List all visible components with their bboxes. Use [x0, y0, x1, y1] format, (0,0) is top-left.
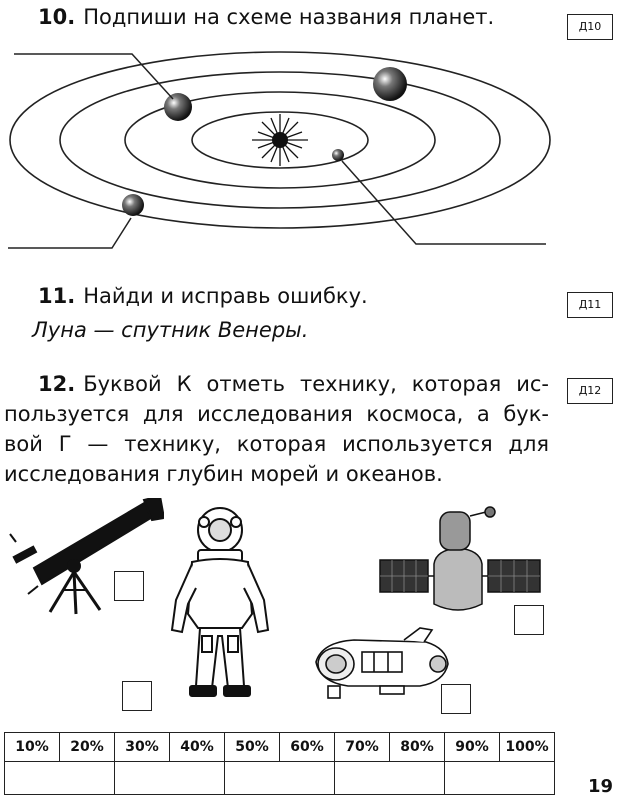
task10-tag: Д10 [567, 14, 613, 40]
orbit-4 [9, 51, 551, 229]
task12-number: 12. [38, 372, 76, 396]
solar-system-diagram [8, 51, 551, 249]
bathyscaphe-icon [315, 627, 449, 699]
task12-text-line-2: пользуется для исследования космоса, а б… [4, 402, 549, 426]
label-line-3 [8, 217, 132, 249]
diving-suit-icon [170, 507, 270, 697]
grid-input-5[interactable] [444, 761, 555, 795]
grid-input-4[interactable] [334, 761, 445, 795]
task10-number: 10. [38, 5, 76, 29]
planet-4-icon [122, 194, 144, 216]
task12-text-line-1: Буквой К отметь технику, которая ис- [83, 372, 549, 396]
task10-text: Подпиши на схеме названия планет. [83, 5, 495, 29]
orbit-3 [59, 71, 501, 209]
task12-line-1: 12. Буквой К отметь технику, которая ис- [38, 371, 549, 398]
sun-icon [252, 114, 308, 166]
label-line-2 [341, 160, 546, 245]
grid-cell-20: 20% [59, 732, 115, 762]
grid-cell-50: 50% [224, 732, 280, 762]
planet-2-icon [373, 67, 407, 101]
task11-number: 11. [38, 284, 76, 308]
telescope-checkbox[interactable] [114, 571, 144, 601]
task12-tag: Д12 [567, 378, 613, 404]
orbit-2 [124, 91, 436, 189]
task11-tag: Д11 [567, 292, 613, 318]
grid-input-3[interactable] [224, 761, 335, 795]
grid-cell-10: 10% [4, 732, 60, 762]
task10-heading: 10. Подпиши на схеме названия планет. [38, 4, 494, 31]
grid-cell-40: 40% [169, 732, 225, 762]
task11-heading: 11. Найди и исправь ошибку. [38, 283, 368, 310]
task11-statement: Луна — спутник Венеры. [32, 318, 309, 342]
diving-suit-checkbox[interactable] [122, 681, 152, 711]
task11-text: Найди и исправь ошибку. [83, 284, 368, 308]
planet-3-icon [332, 149, 344, 161]
grid-cell-100: 100% [499, 732, 555, 762]
grid-cell-60: 60% [279, 732, 335, 762]
bathyscaphe-checkbox[interactable] [441, 684, 471, 714]
grid-cell-30: 30% [114, 732, 170, 762]
task12-text-line-3: вой Г — технику, которая используется дл… [4, 432, 549, 456]
grid-cell-70: 70% [334, 732, 390, 762]
satellite-checkbox[interactable] [514, 605, 544, 635]
grid-cell-90: 90% [444, 732, 500, 762]
task12-text-line-4: исследования глубин морей и океанов. [4, 462, 443, 486]
telescope-icon [9, 498, 164, 615]
orbit-1 [191, 111, 369, 169]
planet-1-icon [164, 93, 192, 121]
grid-cell-80: 80% [389, 732, 445, 762]
grid-input-2[interactable] [114, 761, 225, 795]
grid-input-1[interactable] [4, 761, 115, 795]
label-line-1 [14, 53, 174, 100]
page-number: 19 [588, 776, 614, 797]
progress-grid: 10% 20% 30% 40% 50% 60% 70% 80% 90% 100% [4, 732, 555, 795]
satellite-icon [379, 506, 541, 611]
